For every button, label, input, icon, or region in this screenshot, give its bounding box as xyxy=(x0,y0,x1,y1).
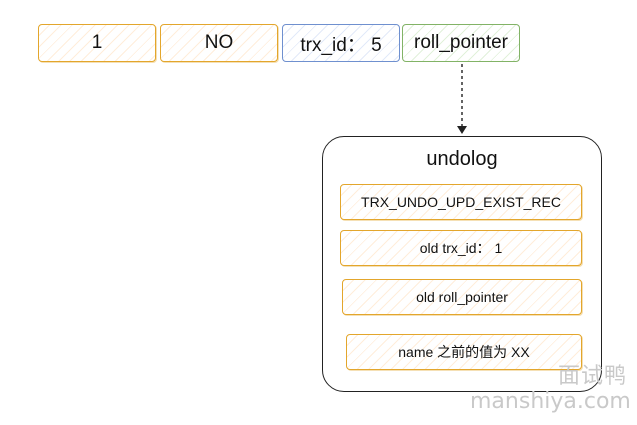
watermark-cn: 面试鸭 xyxy=(558,364,628,389)
undolog-entry-old-trx-id: old trx_id： 1 xyxy=(340,230,582,266)
record-cell-trx-id-text: trx_id： 5 xyxy=(300,34,382,56)
undolog-entry-old-roll-pointer-text: old roll_pointer xyxy=(416,289,508,305)
undolog-title: undolog xyxy=(426,148,498,170)
record-cell-trx-id: trx_id： 5 xyxy=(282,24,400,62)
undolog-entry-old-trx-id-text: old trx_id： 1 xyxy=(419,240,503,256)
record-cell-id: 1 xyxy=(38,24,156,62)
undolog-entry-type: TRX_UNDO_UPD_EXIST_REC xyxy=(340,184,582,220)
record-cell-id-text: 1 xyxy=(91,32,103,53)
undolog-entry-old-name: name 之前的值为 XX xyxy=(346,334,582,370)
undolog-entry-type-text: TRX_UNDO_UPD_EXIST_REC xyxy=(361,194,561,210)
undolog-entry-old-name-text: name 之前的值为 XX xyxy=(398,344,530,360)
record-cell-name: NO xyxy=(160,24,278,62)
record-cell-roll-pointer: roll_pointer xyxy=(402,24,520,62)
record-cell-name-text: NO xyxy=(204,32,234,53)
arrow-head-icon xyxy=(457,126,467,134)
undolog-entry-old-roll-pointer: old roll_pointer xyxy=(342,279,582,315)
watermark-en: manshiya.com xyxy=(470,389,631,414)
record-cell-roll-pointer-text: roll_pointer xyxy=(414,32,508,53)
